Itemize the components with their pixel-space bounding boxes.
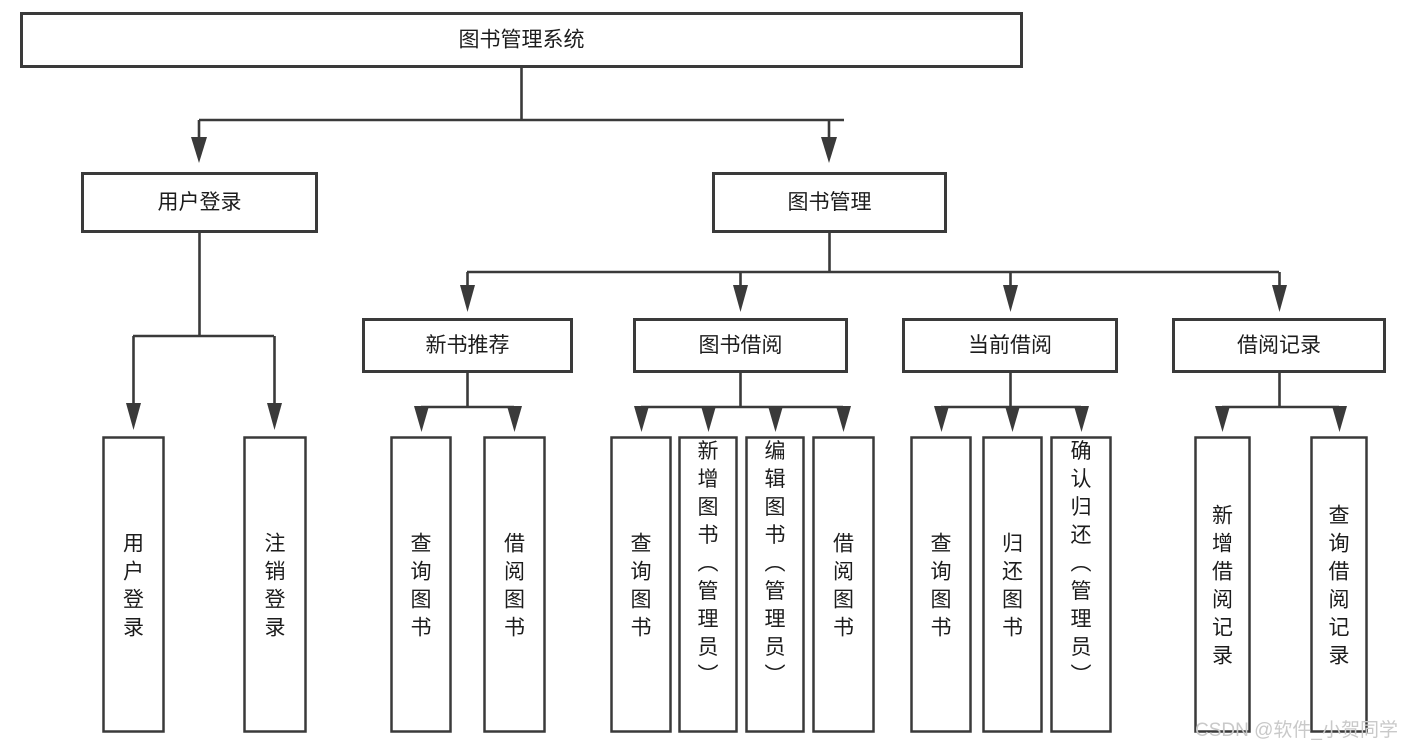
node-leaf-logout: 注销登录 xyxy=(243,436,307,733)
node-label-leaf-query-book-recommend: 查询图书 xyxy=(411,533,432,640)
node-box-leaf-borrow-book-recommend xyxy=(483,436,546,733)
node-box-leaf-add-record xyxy=(1194,436,1251,733)
node-current-borrow: 当前借阅 xyxy=(902,318,1118,373)
arrowhead-user-login xyxy=(191,137,207,163)
node-new-book-recommend: 新书推荐 xyxy=(362,318,573,373)
node-label-leaf-confirm-return: 确认归还︵管理员︶ xyxy=(1071,440,1092,687)
csdn-watermark: CSDN @软件_小贺同学 xyxy=(1195,719,1398,741)
connector-layer xyxy=(126,68,1347,432)
node-leaf-borrow-book: 借阅图书 xyxy=(812,436,875,733)
node-box-leaf-edit-book xyxy=(745,436,805,733)
node-label-leaf-borrow-book-recommend: 借阅图书 xyxy=(504,533,525,640)
node-leaf-return-book: 归还图书 xyxy=(982,436,1043,733)
node-label-leaf-add-record: 新增借阅记录 xyxy=(1212,505,1233,668)
arrowhead-leaf-logout xyxy=(267,403,282,430)
node-box-leaf-confirm-return xyxy=(1050,436,1112,733)
node-label-leaf-user-login: 用户登录 xyxy=(123,533,144,640)
node-book-borrow: 图书借阅 xyxy=(633,318,848,373)
arrowhead-leaf-query-book-borrow xyxy=(634,406,649,432)
nodes-layer: 图书管理系统用户登录图书管理新书推荐图书借阅当前借阅借阅记录用户登录注销登录查询… xyxy=(20,12,1386,733)
node-box-leaf-borrow-book xyxy=(812,436,875,733)
arrowhead-leaf-return-book xyxy=(1005,406,1020,432)
node-box-leaf-query-book-current xyxy=(910,436,972,733)
node-label-leaf-return-book: 归还图书 xyxy=(1002,533,1023,640)
node-leaf-query-book-borrow: 查询图书 xyxy=(610,436,672,733)
node-label-leaf-add-book: 新增图书︵管理员︶ xyxy=(698,440,719,687)
node-box-current-borrow xyxy=(902,318,1118,373)
node-label-leaf-query-book-current: 查询图书 xyxy=(931,533,952,640)
node-leaf-add-book: 新增图书︵管理员︶ xyxy=(678,436,738,733)
node-box-leaf-user-login xyxy=(102,436,165,733)
node-box-leaf-add-book xyxy=(678,436,738,733)
node-label-leaf-borrow-book: 借阅图书 xyxy=(833,533,854,640)
node-box-leaf-query-record xyxy=(1310,436,1368,733)
arrowhead-leaf-user-login xyxy=(126,403,141,430)
node-box-leaf-query-book-borrow xyxy=(610,436,672,733)
node-box-borrow-record xyxy=(1172,318,1386,373)
node-leaf-add-record: 新增借阅记录 xyxy=(1194,436,1251,733)
arrowhead-leaf-add-book xyxy=(701,406,716,432)
node-user-login: 用户登录 xyxy=(81,172,318,233)
node-box-leaf-return-book xyxy=(982,436,1043,733)
arrowhead-leaf-borrow-book xyxy=(836,406,851,432)
node-label-borrow-record: 借阅记录 xyxy=(1237,334,1321,357)
node-label-leaf-query-book-borrow: 查询图书 xyxy=(631,533,652,640)
arrowhead-borrow-record xyxy=(1272,285,1287,312)
node-label-current-borrow: 当前借阅 xyxy=(968,334,1052,357)
node-root: 图书管理系统 xyxy=(20,12,1023,68)
node-label-leaf-query-record: 查询借阅记录 xyxy=(1329,505,1350,668)
node-label-new-book-recommend: 新书推荐 xyxy=(426,334,510,357)
arrowhead-leaf-query-book-recommend xyxy=(414,406,429,432)
node-label-leaf-logout: 注销登录 xyxy=(265,533,286,640)
arrowhead-book-borrow xyxy=(733,285,748,312)
node-leaf-query-book-recommend: 查询图书 xyxy=(390,436,452,733)
node-leaf-edit-book: 编辑图书︵管理员︶ xyxy=(745,436,805,733)
node-borrow-record: 借阅记录 xyxy=(1172,318,1386,373)
arrowhead-leaf-confirm-return xyxy=(1074,406,1089,432)
arrowhead-leaf-borrow-book-recommend xyxy=(507,406,522,432)
arrowhead-current-borrow xyxy=(1003,285,1018,312)
node-box-root xyxy=(20,12,1023,68)
node-box-book-borrow xyxy=(633,318,848,373)
node-leaf-query-book-current: 查询图书 xyxy=(910,436,972,733)
arrowhead-new-book-recommend xyxy=(460,285,475,312)
node-box-leaf-query-book-recommend xyxy=(390,436,452,733)
arrowhead-leaf-add-record xyxy=(1215,406,1230,432)
node-label-book-manage: 图书管理 xyxy=(788,191,872,214)
node-leaf-confirm-return: 确认归还︵管理员︶ xyxy=(1050,436,1112,733)
arrowhead-leaf-query-book-current xyxy=(934,406,949,432)
arrowhead-leaf-edit-book xyxy=(768,406,783,432)
arrowhead-book-manage xyxy=(821,137,837,163)
node-label-root: 图书管理系统 xyxy=(459,29,585,52)
node-label-user-login: 用户登录 xyxy=(158,191,242,214)
node-box-user-login xyxy=(81,172,318,233)
arrowhead-leaf-query-record xyxy=(1332,406,1347,432)
node-label-leaf-edit-book: 编辑图书︵管理员︶ xyxy=(765,440,786,687)
node-label-book-borrow: 图书借阅 xyxy=(699,334,783,357)
node-leaf-query-record: 查询借阅记录 xyxy=(1310,436,1368,733)
node-box-book-manage xyxy=(712,172,947,233)
node-leaf-borrow-book-recommend: 借阅图书 xyxy=(483,436,546,733)
node-book-manage: 图书管理 xyxy=(712,172,947,233)
node-box-leaf-logout xyxy=(243,436,307,733)
node-leaf-user-login: 用户登录 xyxy=(102,436,165,733)
node-box-new-book-recommend xyxy=(362,318,573,373)
